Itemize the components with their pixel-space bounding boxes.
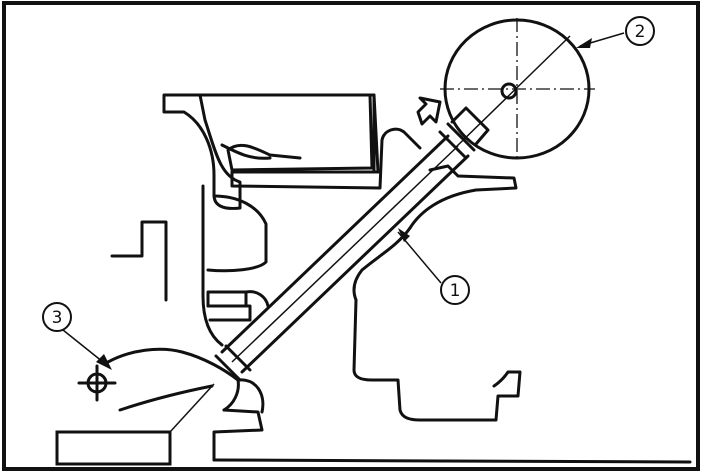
callout-1-label: 1 bbox=[450, 281, 461, 301]
direction-arrow-icon bbox=[416, 96, 442, 126]
callout-3-label: 3 bbox=[52, 308, 63, 328]
gauge-disc bbox=[440, 18, 595, 160]
outer-frame bbox=[2, 1, 700, 471]
engine-housing bbox=[55, 93, 692, 466]
crosshair-target bbox=[77, 364, 117, 402]
callout-3: 3 bbox=[42, 302, 72, 332]
callout-2: 2 bbox=[625, 16, 655, 46]
base-block bbox=[55, 430, 172, 466]
disc-hub bbox=[500, 82, 518, 100]
callout-1: 1 bbox=[440, 275, 470, 305]
alignment-rod bbox=[214, 106, 490, 382]
leader-lines bbox=[62, 32, 625, 370]
callout-2-label: 2 bbox=[635, 22, 646, 42]
